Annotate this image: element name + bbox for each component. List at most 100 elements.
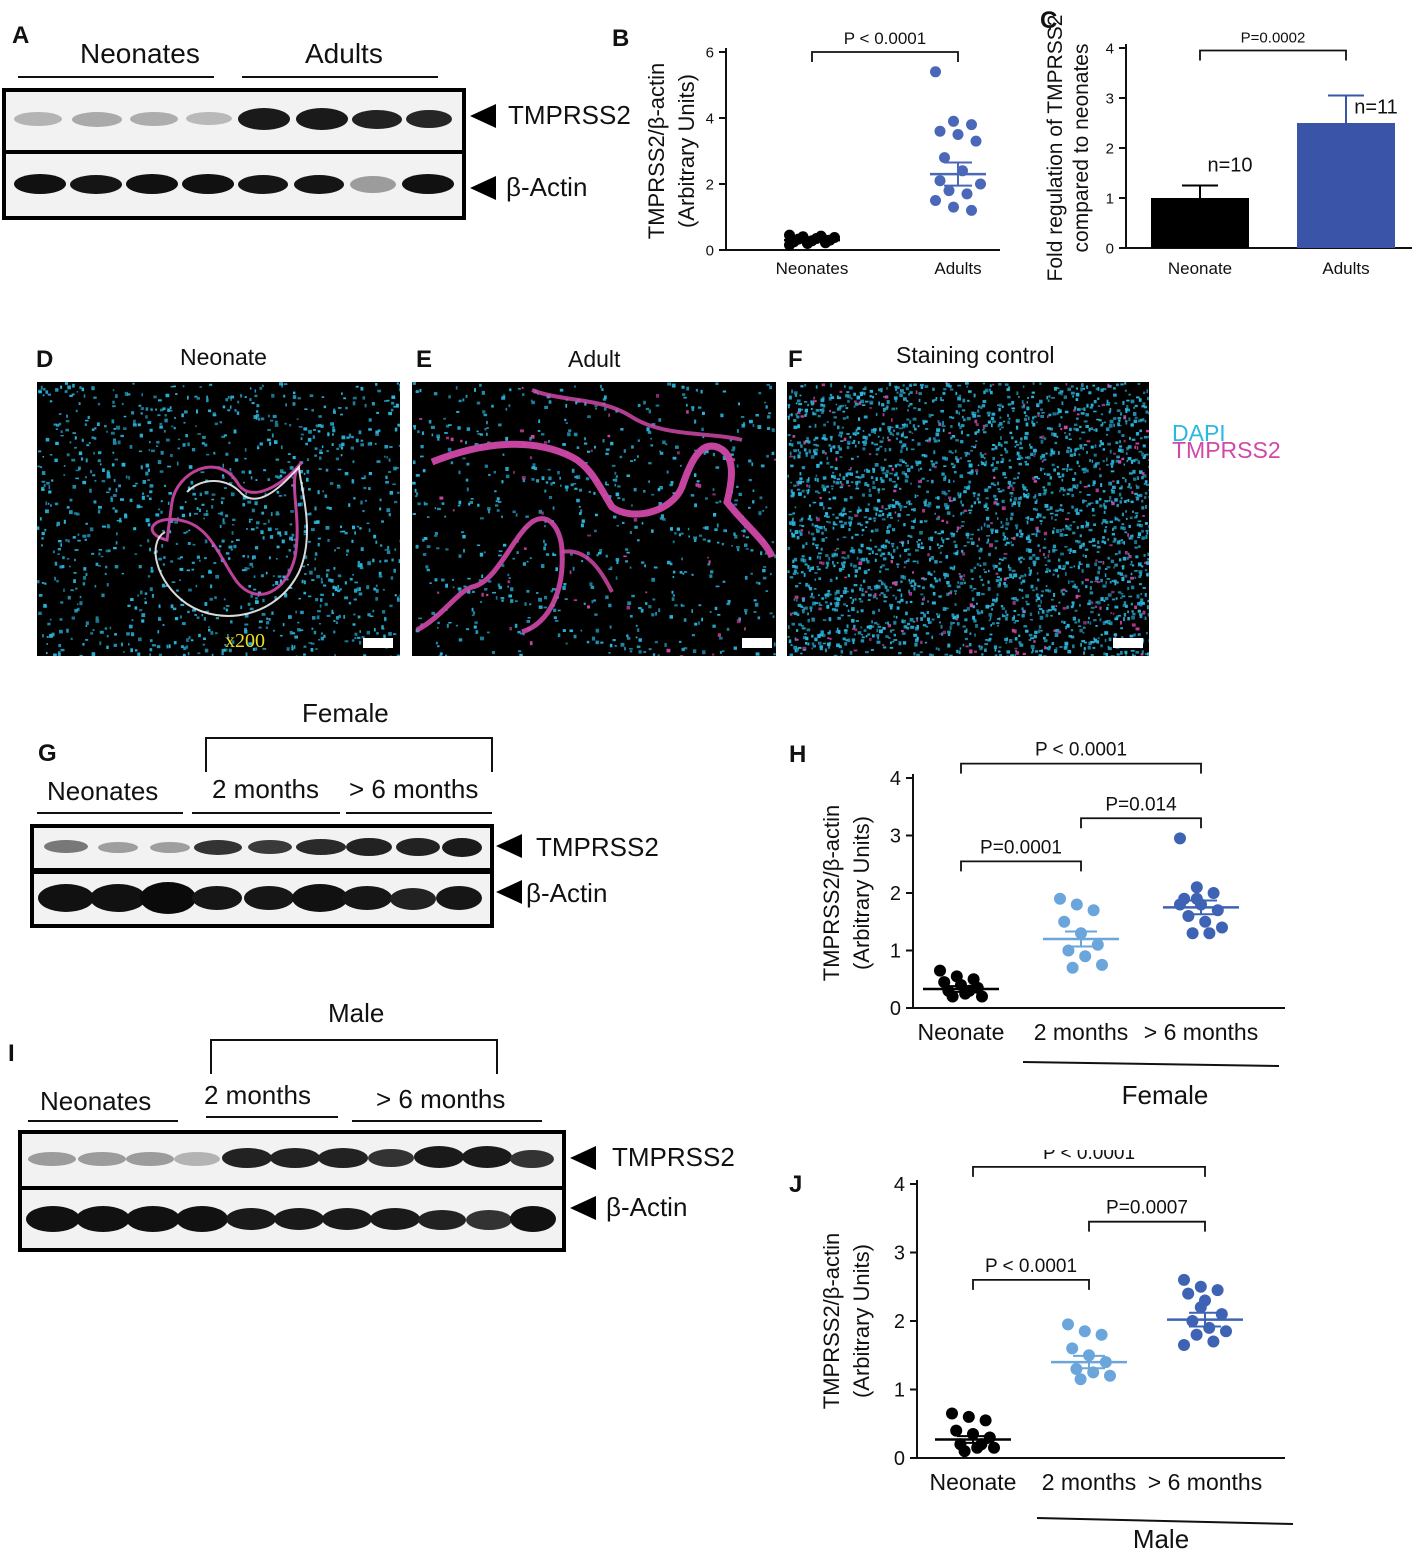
data-point xyxy=(950,1424,963,1437)
panel-a-blot-tmprss2 xyxy=(2,88,466,154)
y-axis-label: TMPRSS2/β-actin xyxy=(819,805,844,981)
y-tick-label: 4 xyxy=(1106,40,1114,57)
panel-a-label: A xyxy=(12,22,30,49)
panel-g-group-6months: > 6 months xyxy=(349,774,479,804)
data-point xyxy=(1174,898,1186,911)
panel-e-label: E xyxy=(416,346,433,373)
data-point xyxy=(1182,910,1195,922)
group-label: Male xyxy=(1133,1524,1189,1554)
y-tick-label: 3 xyxy=(890,826,901,848)
data-point xyxy=(784,229,795,241)
data-point xyxy=(943,185,955,197)
y-tick-label: 0 xyxy=(706,242,714,259)
panel-f-title: Staining control xyxy=(896,342,1055,368)
data-point xyxy=(1066,961,1079,974)
group-underline xyxy=(1022,1061,1280,1067)
data-point xyxy=(1203,927,1216,940)
data-point xyxy=(1203,1321,1216,1334)
y-axis-label: Fold regulation of TMPRSS2 xyxy=(1044,15,1067,282)
data-point xyxy=(934,175,946,187)
data-point xyxy=(952,129,964,140)
significance-bracket xyxy=(811,51,959,62)
panel-a-group-neonates: Neonates xyxy=(80,38,200,69)
data-point xyxy=(966,204,977,216)
data-point xyxy=(930,66,941,78)
micrograph-neonate: x200 xyxy=(37,382,400,656)
x-tick-label: Neonates xyxy=(776,259,849,278)
panel-a-band-actin: β-Actin xyxy=(506,172,588,202)
panel-g-group-neonates: Neonates xyxy=(47,776,159,806)
data-point xyxy=(1054,892,1066,905)
data-point xyxy=(934,964,946,977)
data-point xyxy=(1194,1280,1207,1293)
panel-d-label: D xyxy=(36,346,54,373)
x-tick-label: Neonate xyxy=(918,1019,1005,1045)
legend-tmprss2: TMPRSS2 xyxy=(1172,437,1281,463)
panel-a-group-adults: Adults xyxy=(305,38,383,69)
panel-e-title: Adult xyxy=(568,346,621,372)
group-label: Female xyxy=(1122,1080,1209,1110)
y-tick-label: 4 xyxy=(706,110,714,127)
panel-g-group-2months: 2 months xyxy=(212,774,319,804)
panel-i-group-neonates: Neonates xyxy=(40,1086,152,1116)
data-point xyxy=(1091,938,1104,951)
panel-i-bracket xyxy=(210,1039,498,1074)
panel-g-blot-actin xyxy=(30,870,494,928)
y-axis-label: TMPRSS2/β-actin xyxy=(644,63,669,239)
y-tick-label: 2 xyxy=(706,176,714,193)
x-tick-label: Neonate xyxy=(1168,259,1232,278)
data-point xyxy=(1079,950,1092,963)
x-tick-label: 2 months xyxy=(1034,1019,1129,1045)
n-label: n=11 xyxy=(1354,97,1398,119)
data-point xyxy=(1186,1315,1199,1327)
y-tick-label: 1 xyxy=(894,1380,905,1402)
data-point xyxy=(1199,915,1212,928)
y-axis-label-units: compared to neonates xyxy=(1070,44,1093,253)
y-tick-label: 4 xyxy=(894,1174,905,1196)
data-point xyxy=(988,1441,1000,1454)
panel-i-blot-tmprss2 xyxy=(18,1130,566,1190)
data-point xyxy=(1078,1325,1091,1338)
panel-g-band-tmprss2: TMPRSS2 xyxy=(536,832,659,862)
x-tick-label: > 6 months xyxy=(1144,1019,1258,1045)
data-point xyxy=(1104,1369,1116,1382)
micrograph-adult xyxy=(412,382,776,656)
panel-a-arrow-actin-icon xyxy=(470,176,496,200)
panel-i-band-tmprss2: TMPRSS2 xyxy=(612,1142,735,1172)
p-value-label: P=0.0001 xyxy=(980,837,1062,858)
data-point xyxy=(1178,1273,1190,1286)
p-value-label: P < 0.0001 xyxy=(985,1256,1077,1277)
data-point xyxy=(1207,887,1220,899)
y-tick-label: 2 xyxy=(894,1311,905,1333)
data-point xyxy=(970,135,982,147)
panel-g-blot-tmprss2 xyxy=(30,824,494,872)
panel-g-underline-2months xyxy=(192,812,340,814)
data-point xyxy=(976,990,988,1003)
p-value-label: P=0.014 xyxy=(1105,794,1177,815)
p-value-label: P=0.0002 xyxy=(1241,30,1306,47)
micro-f-nuclei xyxy=(787,382,1149,656)
data-point xyxy=(1087,1366,1100,1379)
y-axis-label-units: (Arbitrary Units) xyxy=(849,1244,874,1398)
panel-g-sex-label: Female xyxy=(302,698,389,728)
scale-bar-d xyxy=(363,638,393,648)
y-axis-label-units: (Arbitrary Units) xyxy=(849,816,874,970)
y-tick-label: 3 xyxy=(894,1243,905,1265)
panel-a-underline-adults xyxy=(242,76,438,78)
panel-g-arrow-actin-icon xyxy=(496,880,522,904)
x-tick-label: > 6 months xyxy=(1148,1469,1262,1495)
data-point xyxy=(1066,1342,1079,1355)
panel-g-underline-neonates xyxy=(37,812,183,814)
y-axis-label-units: (Arbitrary Units) xyxy=(674,74,699,228)
panel-i-label: I xyxy=(8,1040,15,1067)
scale-bar-f xyxy=(1113,638,1143,648)
bar xyxy=(1297,123,1395,248)
panel-h-label: H xyxy=(789,741,806,768)
panel-g-underline-6months xyxy=(346,812,492,814)
data-point xyxy=(1194,1301,1207,1314)
data-point xyxy=(1207,1335,1220,1348)
